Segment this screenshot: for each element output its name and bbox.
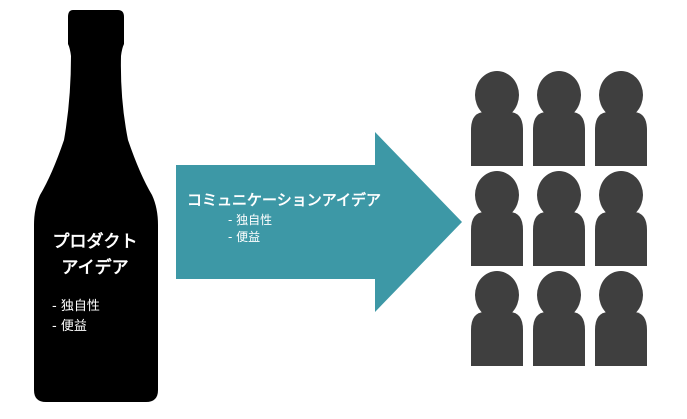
arrow-shape (176, 132, 462, 312)
person-head (537, 171, 581, 219)
communication-points-list: - 独自性 - 便益 (228, 212, 272, 246)
product-idea-title: プロダクト アイデア (36, 229, 154, 281)
person-body (471, 212, 523, 266)
person-body (533, 212, 585, 266)
communication-point-benefit: - 便益 (228, 230, 261, 244)
person-body (471, 112, 523, 166)
person-icon (595, 171, 647, 266)
person-icon (471, 71, 523, 166)
person-icon (471, 271, 523, 366)
person-body (471, 312, 523, 366)
product-point-uniqueness: - 独自性 (52, 299, 100, 314)
communication-idea-title: コミュニケーションアイデア (187, 191, 381, 209)
person-head (537, 71, 581, 119)
person-body (533, 312, 585, 366)
person-head (475, 171, 519, 219)
person-body (533, 112, 585, 166)
person-head (599, 171, 643, 219)
person-head (475, 71, 519, 119)
product-title-line2: アイデア (61, 258, 129, 278)
person-icon (471, 171, 523, 266)
person-head (537, 271, 581, 319)
communication-point-uniqueness: - 独自性 (228, 213, 273, 227)
person-icon (533, 271, 585, 366)
person-body (595, 112, 647, 166)
product-title-line1: プロダクト (52, 232, 138, 252)
person-head (599, 71, 643, 119)
person-body (595, 312, 647, 366)
person-icon (595, 271, 647, 366)
person-icon (533, 171, 585, 266)
product-points-list: - 独自性 - 便益 (52, 297, 100, 337)
person-head (475, 271, 519, 319)
bottle-shape (34, 10, 158, 402)
product-point-benefit: - 便益 (52, 319, 87, 334)
person-icon (533, 71, 585, 166)
person-icon (595, 71, 647, 166)
person-body (595, 212, 647, 266)
person-head (599, 271, 643, 319)
